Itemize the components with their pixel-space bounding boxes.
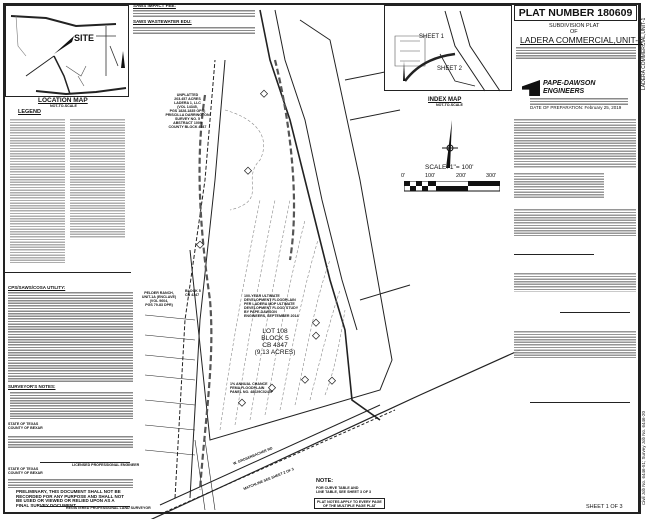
surveyor-notes-text xyxy=(10,391,133,419)
location-map-drawing xyxy=(10,15,127,96)
owner-info xyxy=(514,172,604,198)
county-label-2: COUNTY OF BEXAR xyxy=(8,471,43,475)
owner-dedication xyxy=(514,118,636,168)
north-arrow-icon xyxy=(442,120,458,168)
saws-impact-fee-text xyxy=(133,9,255,18)
fema-floodplain-note: 1% ANNUAL CHANCE FEMA FLOODPLAIN PANEL N… xyxy=(230,382,274,394)
site-label: SITE xyxy=(74,33,95,43)
subdivision-name: LADERA COMMERCIAL,UNIT-1 xyxy=(520,35,643,45)
surveyor-certification xyxy=(8,478,133,488)
legend-title: LEGEND xyxy=(18,109,41,115)
subdivision-plat-label: SUBDIVISION PLAT xyxy=(549,23,600,29)
state-label-1: STATE OF TEXAS xyxy=(8,422,39,426)
location-map-title: LOCATION MAP xyxy=(38,97,88,104)
note-text: FOR CURVE TABLE AND LINE TABLE, SEE SHEE… xyxy=(316,486,372,494)
sheet-number: SHEET 1 OF 3 xyxy=(586,504,623,510)
saws-wastewater-edu-text xyxy=(133,26,255,34)
note-title: NOTE: xyxy=(316,478,334,484)
pelder-ranch-label: PELDER RANCH, UNIT-1A (ENCLAVE) (VOL 960… xyxy=(141,291,177,307)
utility-notes-title: CPS/SAWS/COSA UTILITY: xyxy=(8,285,66,290)
property-description xyxy=(516,46,636,59)
legend-entries-left xyxy=(10,118,65,263)
saws-impact-fee-title: SAWS IMPACT FEE: xyxy=(133,3,176,8)
job-numbers: Civil Job No. 6446-51; Survey Job No. 64… xyxy=(641,410,646,505)
firm-address xyxy=(530,97,628,105)
engineer-certification xyxy=(8,435,133,449)
unplatted-parcel-label: UNPLATTED 203.457 ACRES LADERA 1, LLC (V… xyxy=(165,93,210,129)
index-map-drawing xyxy=(394,10,501,92)
surveyor-signature-label: REGISTERED PROFESSIONAL LAND SURVEYOR xyxy=(66,506,151,510)
scale-tick-300: 300' xyxy=(486,173,497,179)
state-label-2: STATE OF TEXAS xyxy=(8,467,39,471)
block-label: BLOCK 5 CB 4347 xyxy=(185,289,201,297)
saws-wastewater-edu-title: SAWS WASTEWATER EDU: xyxy=(133,19,192,24)
county-label-1: COUNTY OF BEXAR xyxy=(8,426,43,430)
county-approval-statement xyxy=(514,330,636,358)
planning-commission-statement xyxy=(514,272,636,292)
index-map-title: INDEX MAP xyxy=(428,97,462,103)
lot-label: LOT 108 BLOCK 5 CB 4347 (9.13 ACRES) xyxy=(254,328,296,356)
location-map: SITE xyxy=(5,5,129,97)
index-sheet-1: SHEET 1 xyxy=(419,34,444,40)
sheet-border xyxy=(3,3,640,514)
plat-number-box: PLAT NUMBER 180609 xyxy=(514,5,637,21)
engineer-signature-label: LICENSED PROFESSIONAL ENGINEER xyxy=(72,463,140,467)
preliminary-notice: PRELIMINARY, THIS DOCUMENT SHALL NOT BE … xyxy=(16,489,125,509)
plat-notes-box: PLAT NOTES APPLY TO EVERY PAGE OF THE MU… xyxy=(314,498,385,509)
of-label: OF xyxy=(570,29,578,35)
firm-name-line-2: ENGINEERS xyxy=(543,88,585,95)
plat-number: PLAT NUMBER 180609 xyxy=(518,7,633,19)
index-map-scale: NOT-TO-SCALE xyxy=(436,103,463,107)
date-of-preparation: DATE OF PREPARATION: February 25, 2019 xyxy=(530,105,622,110)
firm-name-line-1: PAPE-DAWSON xyxy=(543,80,596,87)
legend-entries-right xyxy=(70,118,125,238)
notary-statement xyxy=(514,208,636,236)
side-strip-title: LADERA COMMERCIAL,UNIT-1 xyxy=(641,17,647,90)
index-sheet-2: SHEET 2 xyxy=(437,66,462,72)
scale-bar xyxy=(404,181,500,192)
ultimate-floodplain-note: 100-YEAR ULTIMATE DEVELOPMENT FLOODPLAIN… xyxy=(244,294,299,318)
scale-label: SCALE: 1"= 100' xyxy=(425,164,474,171)
scale-tick-0: 0' xyxy=(401,173,406,179)
surveyor-notes-title: SURVEYOR'S NOTES: xyxy=(8,384,56,389)
scale-tick-100: 100' xyxy=(425,173,436,179)
location-map-scale: NOT-TO-SCALE xyxy=(50,104,77,108)
utility-notes-text xyxy=(8,291,133,383)
index-map: SHEET 1 SHEET 2 xyxy=(384,5,512,92)
scale-tick-200: 200' xyxy=(456,173,467,179)
